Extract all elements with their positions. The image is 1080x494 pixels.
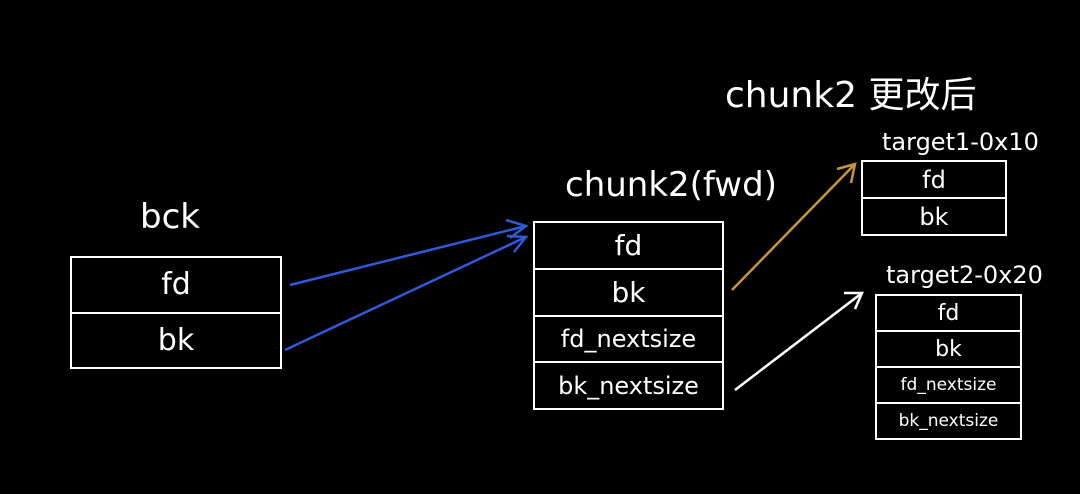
chunk2-bk-field: bk xyxy=(535,267,722,315)
target2-box: fd bk fd_nextsize bk_nextsize xyxy=(875,294,1022,440)
bck-fd-to-chunk2-arrow xyxy=(289,218,529,287)
target1-fd-field: fd xyxy=(922,165,946,194)
chunk2-fd-field: fd xyxy=(614,228,643,262)
bck-fd-field: fd xyxy=(161,267,191,303)
chunk2-fd-to-target1-arrow xyxy=(731,162,857,291)
chunk2-bk-nextsize-to-target2-arrow xyxy=(734,291,864,391)
target1-box: fd bk xyxy=(861,160,1007,236)
target2-fd-field: fd xyxy=(937,300,960,326)
target2-fd-nextsize-field: fd_nextsize xyxy=(877,366,1020,402)
bck-bk-to-chunk2-arrow xyxy=(284,234,529,352)
bck-box: fd bk xyxy=(70,256,282,369)
bck-bk-field: bk xyxy=(72,311,280,368)
target1-label: target1-0x10 xyxy=(882,128,1039,156)
bck-label: bck xyxy=(140,197,200,237)
chunk2-after-label: chunk2 更改后 xyxy=(725,75,977,116)
target2-bk-nextsize-field: bk_nextsize xyxy=(877,402,1020,438)
chunk2-box: fd bk fd_nextsize bk_nextsize xyxy=(533,221,724,410)
chunk2-fwd-label: chunk2(fwd) xyxy=(565,165,777,205)
target1-bk-field: bk xyxy=(863,197,1005,234)
chunk2-fd-nextsize-field: fd_nextsize xyxy=(535,314,722,362)
chunk2-bk-nextsize-field: bk_nextsize xyxy=(535,361,722,408)
target2-label: target2-0x20 xyxy=(886,261,1043,289)
target2-bk-field: bk xyxy=(877,330,1020,366)
